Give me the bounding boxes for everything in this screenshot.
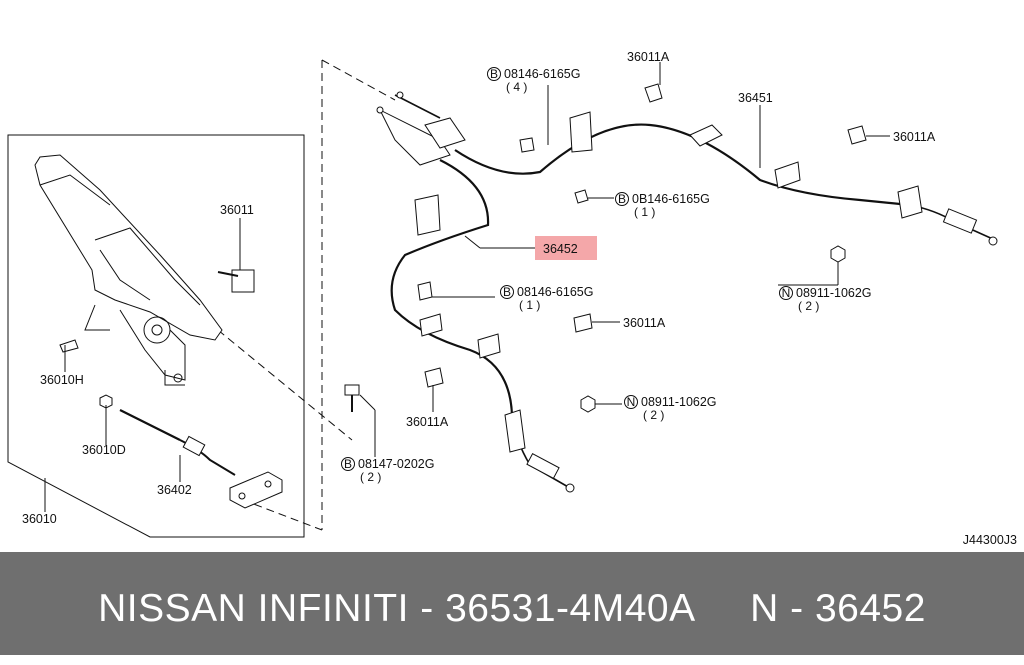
rear-cable-36452 [390,159,575,493]
marker-circles [341,67,793,471]
label-36010: 36010 [22,512,57,526]
label-08146-low-qty: ( 1 ) [519,298,540,312]
label-08911-low: 08911-1062G [641,395,717,409]
label-36452: 36452 [543,242,578,256]
label-08911-right: 08911-1062G [796,286,872,300]
label-36011A-low: 36011A [406,415,449,429]
label-08911-right-qty: ( 2 ) [798,299,819,313]
label-36010H: 36010H [40,373,84,387]
label-08146-top: 08146-6165G [504,67,580,81]
part-number-caption: NISSAN INFINITI - 36531-4M40A N - 36452 [98,587,926,630]
footer-bar: NISSAN INFINITI - 36531-4M40A N - 36452 [0,552,1024,655]
label-08147: 08147-0202G [358,457,434,471]
label-36011: 36011 [220,203,254,217]
parking-brake-lever [34,154,223,386]
marker-b-top: B [490,67,498,81]
cable-equalizer [376,91,466,166]
marker-b-left: B [344,457,352,471]
marker-n-low: N [627,395,636,409]
label-36011A-right: 36011A [893,130,936,144]
label-36402: 36402 [157,483,192,497]
label-36010D: 36010D [82,443,126,457]
label-08147-qty: ( 2 ) [360,470,381,484]
label-08146-top-qty: ( 4 ) [506,80,527,94]
clip-36010H [59,339,79,353]
diagram-code: J44300J3 [963,533,1017,547]
parts-diagram: B B B B N N 36011 36010H 36010D 36402 36… [7,50,1017,547]
label-08911-low-qty: ( 2 ) [643,408,664,422]
rear-cable-36451 [454,111,998,246]
marker-b-low: B [503,285,511,299]
marker-n-right: N [782,286,791,300]
label-36451: 36451 [738,91,773,105]
highlight-36452 [535,236,597,260]
front-cable-36402 [99,394,283,509]
lever-assembly-frame [7,134,305,538]
marker-b-mid: B [618,192,626,206]
bolt-36011 [217,269,255,293]
label-08146-mid-qty: ( 1 ) [634,205,655,219]
label-36011A-top: 36011A [627,50,670,64]
label-08146-mid: 0B146-6165G [632,192,710,206]
label-36011A-mid: 36011A [623,316,666,330]
bolt-08147 [344,384,360,412]
leader-lines [44,62,890,512]
label-08146-low: 08146-6165G [517,285,593,299]
